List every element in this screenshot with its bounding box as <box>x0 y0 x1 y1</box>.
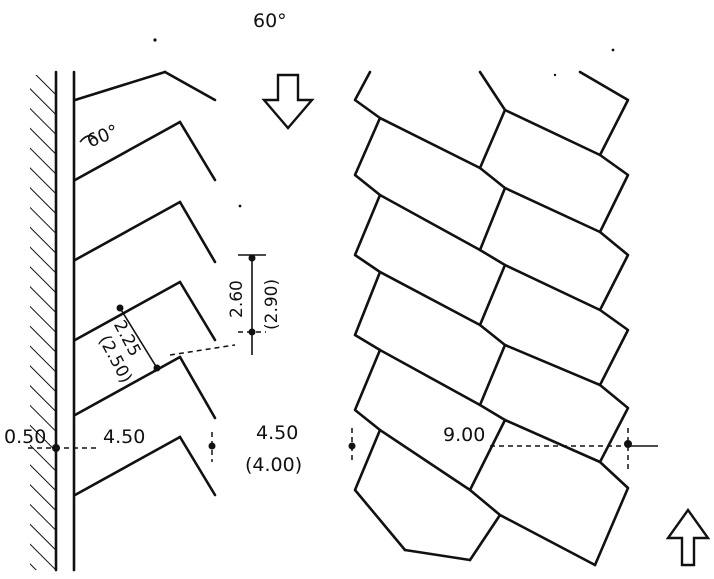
stall-width-dimension <box>238 254 266 355</box>
scan-specks <box>153 38 615 208</box>
right-stall-rows <box>353 70 630 567</box>
title-angle-label: 60° <box>253 10 287 32</box>
aisle-width-label: 4.50 <box>256 422 299 444</box>
row-depth-left-label: 4.50 <box>103 426 146 448</box>
arrow-up-icon <box>665 507 711 567</box>
double-row-depth-label: 9.00 <box>443 424 486 446</box>
wall-hatching <box>30 75 56 570</box>
wall-offset-label: 0.50 <box>4 426 47 448</box>
horizontal-dimension-line <box>28 428 658 470</box>
aisle-width-alt-label: (4.00) <box>245 454 303 476</box>
stall-width-label: 2.60 <box>227 280 247 318</box>
stall-depth-dimension <box>116 304 236 372</box>
stall-width-alt-label: (2.90) <box>262 278 282 330</box>
angle-arc <box>79 134 97 143</box>
left-stall-row <box>73 70 217 497</box>
arrow-down-icon <box>261 73 315 130</box>
